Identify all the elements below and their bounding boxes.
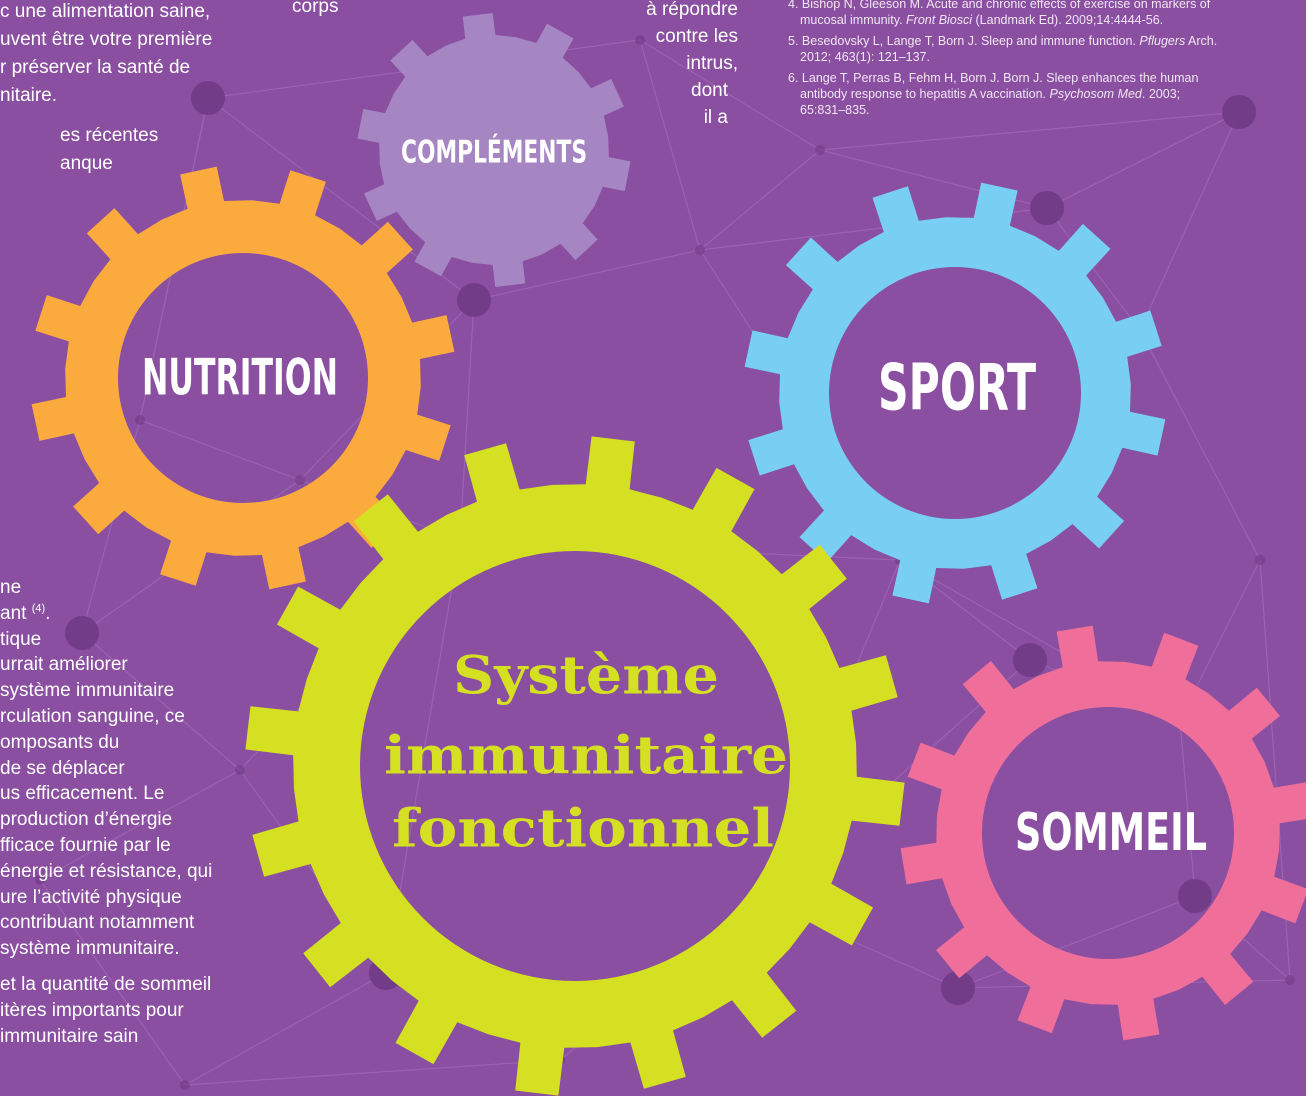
intro-line: nitaire.: [0, 85, 58, 106]
network-line: [1046, 111, 1240, 209]
body-line: urrait améliorer: [0, 654, 128, 676]
intro-line: es récentes: [60, 125, 159, 146]
network-line: [639, 39, 701, 251]
network-node: [235, 765, 245, 775]
systeme-label-line-1: Système: [453, 646, 719, 707]
corps-text: corps: [292, 0, 339, 17]
body-line: ure l’activité physique: [0, 886, 182, 908]
network-line: [957, 895, 1196, 989]
network-node: [1178, 879, 1212, 913]
body-line: fficace fournie par le: [0, 834, 171, 856]
network-node: [1222, 95, 1256, 129]
sport-gear-label: SPORT: [878, 352, 1036, 426]
sport-gear: SPORT: [744, 182, 1166, 604]
intrus-paragraph: à répondre contre les intrus, dont il a: [646, 0, 738, 131]
network-line: [699, 149, 821, 251]
network-line: [819, 111, 1240, 151]
body-line: us efficacement. Le: [0, 783, 165, 805]
body-line: omposants du: [0, 731, 120, 753]
body-line: énergie et résistance, qui: [0, 860, 213, 882]
network-node: [1255, 555, 1265, 565]
network-line: [1046, 207, 1141, 331]
body-line: tique: [0, 628, 42, 650]
sommeil-gear-icon: [900, 625, 1306, 1041]
network-line: [1139, 111, 1240, 331]
network-node: [815, 145, 825, 155]
reference-item: 4. Bishop N, Gleeson M. Acute and chroni…: [788, 0, 1258, 28]
sommeil-gear-label: SOMMEIL: [1015, 803, 1207, 863]
network-line: [1139, 329, 1261, 561]
network-node: [65, 616, 99, 650]
network-node: [180, 1080, 190, 1090]
network-line: [459, 299, 475, 541]
intro-line: anque: [60, 153, 113, 174]
network-line: [184, 972, 387, 1086]
body-paragraph: ne ant (4). tique urrait améliorer systè…: [0, 575, 212, 1049]
intro-line: c une alimentation saine,: [0, 1, 211, 22]
sport-gear-icon: [744, 182, 1166, 604]
body-line: immunitaire sain: [0, 1025, 139, 1047]
body-line: de se déplacer: [0, 757, 125, 779]
references-list: 4. Bishop N, Gleeson M. Acute and chroni…: [788, 0, 1258, 123]
network-node: [295, 475, 305, 485]
network-line: [39, 879, 186, 1086]
network-line: [139, 419, 301, 481]
network-node: [941, 971, 975, 1005]
reference-number: 5.: [788, 34, 799, 48]
complements-gear-label: COMPLÉMENTS: [401, 135, 587, 171]
network-line: [1179, 719, 1196, 897]
systeme-label-line-3: fonctionnel: [392, 799, 774, 860]
network-node: [1030, 191, 1064, 225]
sommeil-gear: SOMMEIL: [900, 625, 1306, 1041]
nutrition-gear: NUTRITION: [31, 166, 455, 590]
network-node: [635, 35, 645, 45]
reference-number: 6.: [788, 71, 799, 85]
network-node: [191, 81, 225, 115]
body-line: système immunitaire.: [0, 938, 180, 960]
body-line: production d’énergie: [0, 809, 173, 831]
body-line: système immunitaire: [0, 680, 175, 702]
intrus-line: intrus,: [686, 53, 738, 74]
systeme-label-line-2: immunitaire: [384, 726, 788, 787]
intrus-line: il a: [703, 107, 728, 128]
network-node: [1013, 643, 1047, 677]
body-line: rculation sanguine, ce: [0, 705, 185, 727]
body-line: contribuant notamment: [0, 912, 195, 934]
network-line: [473, 249, 701, 301]
systeme-gear: Système immunitaire fonctionnel: [245, 436, 905, 1096]
intrus-line: dont: [691, 80, 728, 101]
body-line: et la quantité de sommeil: [0, 973, 212, 995]
nutrition-gear-icon: [31, 166, 455, 590]
reference-item: 6. Lange T, Perras B, Fehm H, Born J. Bo…: [788, 71, 1199, 117]
network-node: [135, 415, 145, 425]
network-node: [1285, 975, 1295, 985]
complements-gear-icon: [357, 13, 631, 287]
network-node: [457, 283, 491, 317]
network-line: [39, 769, 241, 881]
network-node: [695, 245, 705, 255]
nutrition-gear-label: NUTRITION: [142, 349, 338, 407]
body-line: itères importants pour: [0, 999, 184, 1021]
network-line: [184, 1059, 561, 1086]
intro-paragraph: c une alimentation saine, uvent être vot…: [0, 0, 212, 178]
systeme-gear-icon: [245, 436, 905, 1096]
intrus-line: contre les: [655, 26, 738, 47]
network-node: [35, 875, 45, 885]
intro-line: r préserver la santé de: [0, 57, 191, 78]
network-line: [639, 39, 821, 151]
body-line: ant (4).: [0, 602, 51, 624]
body-line: ne: [0, 577, 22, 598]
citation-superscript: (4): [31, 602, 46, 615]
intro-line: uvent être votre première: [0, 29, 213, 50]
complements-gear: COMPLÉMENTS: [357, 13, 631, 287]
network-line: [81, 632, 241, 771]
reference-number: 4.: [788, 0, 799, 11]
reference-item: 5. Besedovsky L, Lange T, Born J. Sleep …: [788, 34, 1218, 64]
intrus-line: à répondre: [646, 0, 738, 20]
